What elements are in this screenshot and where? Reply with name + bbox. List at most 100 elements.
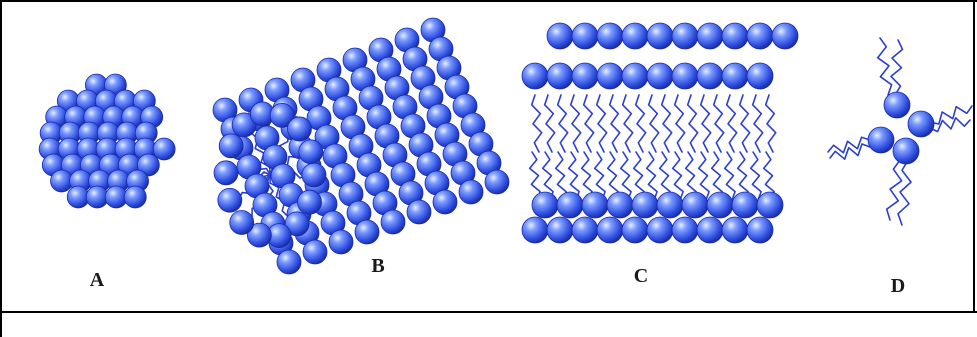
- headgroup-sphere: [622, 217, 648, 243]
- headgroup-sphere: [355, 220, 379, 244]
- hydrocarbon-tail: [898, 160, 911, 225]
- hydrocarbon-tail: [740, 95, 750, 152]
- headgroup-sphere: [124, 186, 146, 208]
- hydrocarbon-tail: [571, 95, 581, 152]
- headgroup-sphere: [597, 63, 623, 89]
- headgroup-sphere: [572, 217, 598, 243]
- headgroup-sphere: [747, 63, 773, 89]
- headgroup-sphere: [582, 192, 608, 218]
- headgroup-sphere: [153, 138, 175, 160]
- headgroup-sphere: [298, 190, 322, 214]
- hydrocarbon-tail: [545, 95, 555, 152]
- headgroup-sphere: [908, 111, 934, 137]
- headgroup-sphere: [722, 217, 748, 243]
- headgroup-sphere: [657, 192, 683, 218]
- headgroup-sphere: [219, 134, 243, 158]
- headgroup-sphere: [607, 192, 633, 218]
- hydrocarbon-tail: [753, 95, 763, 152]
- panel-a-spherical-micelle: [39, 74, 175, 208]
- headgroup-sphere: [868, 127, 894, 153]
- headgroup-sphere: [697, 23, 723, 49]
- headgroup-sphere: [218, 188, 242, 212]
- hydrocarbon-tail: [714, 95, 724, 152]
- headgroup-sphere: [381, 210, 405, 234]
- headgroup-sphere: [622, 63, 648, 89]
- panel-label-d: D: [891, 275, 905, 297]
- headgroup-sphere: [893, 138, 919, 164]
- hydrocarbon-tail: [649, 95, 659, 152]
- headgroup-sphere: [277, 250, 301, 274]
- headgroup-sphere: [884, 92, 910, 118]
- hydrocarbon-tail: [610, 95, 620, 152]
- headgroup-sphere: [407, 200, 431, 224]
- headgroup-sphere: [522, 217, 548, 243]
- headgroup-sphere: [557, 192, 583, 218]
- hydrocarbon-tail: [751, 152, 761, 200]
- hydrocarbon-tail: [878, 38, 892, 95]
- panel-label-c: C: [634, 265, 648, 287]
- headgroup-sphere: [672, 23, 698, 49]
- hydrocarbon-tail: [725, 152, 735, 200]
- hydrocarbon-tail: [584, 95, 594, 152]
- panel-label-a: A: [90, 269, 105, 291]
- headgroup-sphere: [622, 23, 648, 49]
- headgroup-sphere: [772, 23, 798, 49]
- headgroup-sphere: [485, 170, 509, 194]
- hydrocarbon-tail: [930, 118, 970, 132]
- hydrocarbon-tail: [930, 106, 972, 124]
- hydrocarbon-tail: [727, 95, 737, 152]
- hydrocarbon-tail: [558, 95, 568, 152]
- headgroup-sphere: [459, 180, 483, 204]
- headgroup-sphere: [522, 63, 548, 89]
- panel-b-cylindrical-micelle: [213, 18, 509, 274]
- headgroup-sphere: [647, 63, 673, 89]
- headgroup-sphere: [597, 23, 623, 49]
- headgroup-sphere: [732, 192, 758, 218]
- headgroup-sphere: [722, 63, 748, 89]
- hydrocarbon-tail: [766, 95, 776, 152]
- headgroup-sphere: [547, 23, 573, 49]
- headgroup-sphere: [547, 217, 573, 243]
- headgroup-sphere: [757, 192, 783, 218]
- headgroup-sphere: [707, 192, 733, 218]
- headgroup-sphere: [433, 190, 457, 214]
- headgroup-sphere: [214, 161, 238, 185]
- panel-label-b: B: [371, 255, 384, 277]
- headgroup-sphere: [647, 217, 673, 243]
- headgroup-sphere: [672, 217, 698, 243]
- headgroup-sphere: [572, 63, 598, 89]
- headgroup-sphere: [647, 23, 673, 49]
- headgroup-sphere: [747, 217, 773, 243]
- hydrocarbon-tail: [675, 95, 685, 152]
- headgroup-sphere: [632, 192, 658, 218]
- headgroup-sphere: [287, 117, 311, 141]
- hydrocarbon-tail: [891, 40, 903, 95]
- headgroup-sphere: [532, 192, 558, 218]
- headgroup-sphere: [682, 192, 708, 218]
- headgroup-sphere: [303, 240, 327, 264]
- panel-c-bilayer: [522, 23, 798, 243]
- hydrocarbon-tail: [597, 95, 607, 152]
- headgroup-sphere: [572, 23, 598, 49]
- panel-d-tetramer: [828, 38, 972, 225]
- hydrocarbon-tail: [688, 95, 698, 152]
- headgroup-sphere: [329, 230, 353, 254]
- headgroup-sphere: [722, 23, 748, 49]
- hydrocarbon-tail: [662, 95, 672, 152]
- headgroup-sphere: [597, 217, 623, 243]
- headgroup-sphere: [747, 23, 773, 49]
- headgroup-sphere: [697, 63, 723, 89]
- headgroup-sphere: [299, 140, 323, 164]
- headgroup-sphere: [547, 63, 573, 89]
- headgroup-sphere: [697, 217, 723, 243]
- hydrocarbon-tail: [532, 95, 542, 152]
- headgroup-sphere: [230, 210, 254, 234]
- hydrocarbon-tail: [887, 160, 902, 220]
- headgroup-sphere: [302, 163, 326, 187]
- headgroup-sphere: [672, 63, 698, 89]
- hydrocarbon-tail: [623, 95, 633, 152]
- hydrocarbon-tail: [701, 95, 711, 152]
- hydrocarbon-tail: [530, 152, 540, 200]
- hydrocarbon-tail: [636, 95, 646, 152]
